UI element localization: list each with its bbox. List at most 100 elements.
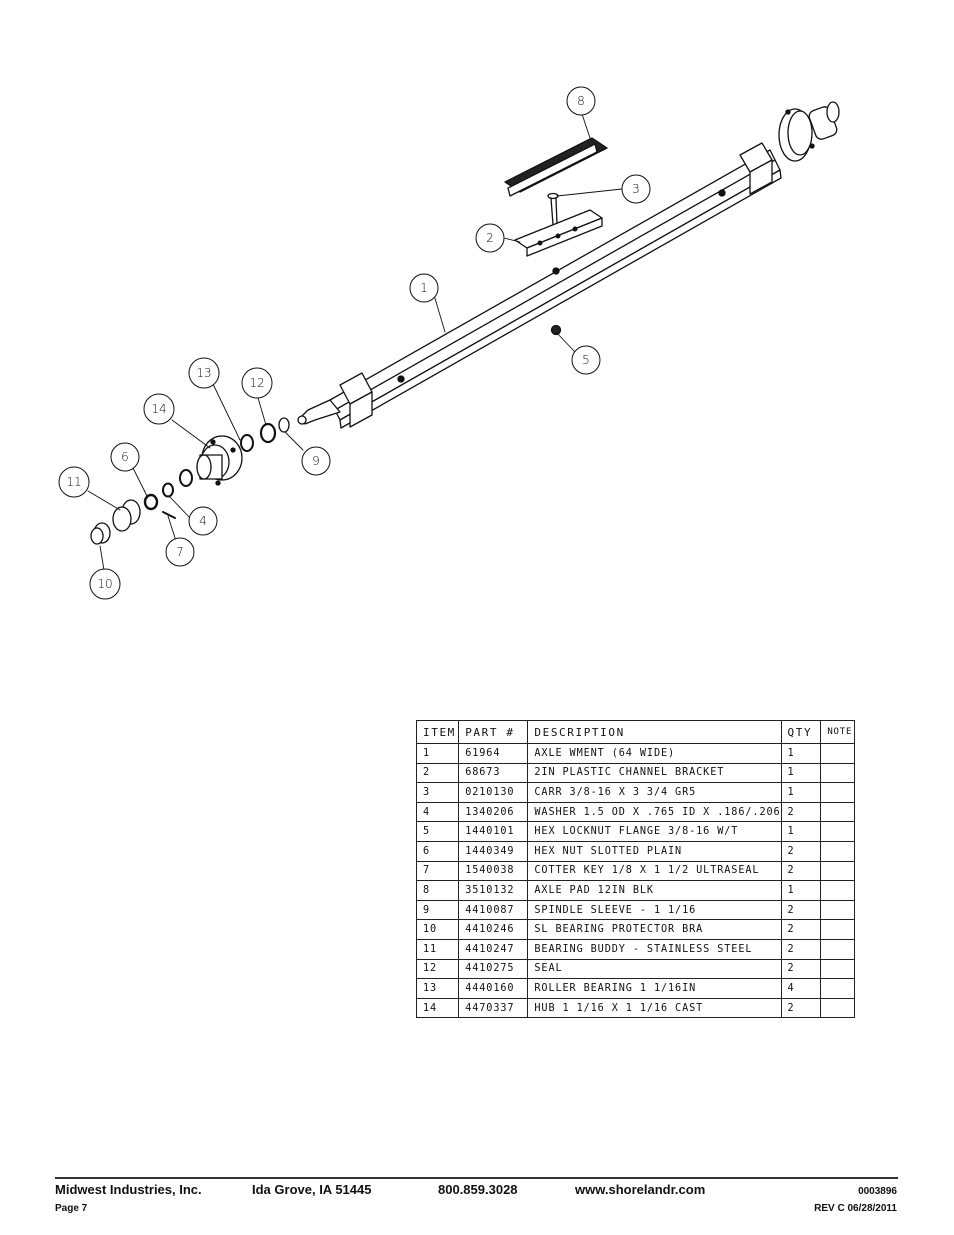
cell-qty: 2	[780, 938, 822, 960]
cell-note	[820, 919, 855, 940]
header-description: DESCRIPTION	[527, 720, 782, 744]
svg-text:11: 11	[66, 475, 81, 489]
svg-text:9: 9	[312, 454, 320, 468]
cell-note	[820, 840, 855, 862]
cell-description: AXLE PAD 12IN BLK	[527, 880, 782, 901]
cell-qty: 1	[780, 762, 822, 784]
header-note: NOTE	[820, 720, 855, 744]
hub	[196, 435, 243, 486]
cell-note	[820, 743, 855, 764]
cell-qty: 2	[780, 997, 822, 1019]
seal	[259, 422, 277, 444]
svg-text:8: 8	[577, 94, 585, 108]
cell-description: 2IN PLASTIC CHANNEL BRACKET	[527, 762, 782, 784]
inner-bearing	[240, 434, 254, 452]
cell-part-number: 1340206	[458, 801, 529, 823]
cell-item: 10	[415, 919, 460, 940]
outer-bearing	[179, 469, 193, 487]
cell-qty: 2	[780, 860, 822, 882]
cell-item: 14	[415, 997, 460, 1019]
spindle-sleeve	[278, 417, 290, 433]
callout-5: 5	[571, 345, 601, 375]
cell-qty: 2	[780, 840, 822, 862]
footer-phone: 800.859.3028	[438, 1182, 518, 1197]
callout-4: 4	[188, 506, 218, 536]
callout-12: 12	[241, 367, 273, 399]
hex-locknut	[550, 324, 562, 336]
cell-item: 2	[415, 762, 460, 784]
header-qty: QTY	[780, 720, 822, 744]
slotted-nut	[143, 493, 159, 511]
cell-part-number: 4410247	[458, 938, 529, 960]
svg-text:14: 14	[151, 402, 166, 416]
cell-description: COTTER KEY 1/8 X 1 1/2 ULTRASEAL	[527, 860, 782, 882]
axle-tube	[297, 101, 840, 429]
cell-note	[820, 938, 855, 960]
svg-text:5: 5	[582, 353, 590, 367]
footer-revision: REV C 06/28/2011	[814, 1203, 897, 1214]
cell-qty: 1	[780, 880, 822, 901]
cell-part-number: 4410087	[458, 899, 529, 921]
cell-note	[820, 821, 855, 842]
callout-9: 9	[301, 446, 331, 476]
callout-2: 2	[475, 223, 505, 253]
cell-qty: 1	[780, 782, 822, 803]
cell-part-number: 61964	[458, 743, 529, 764]
cell-item: 13	[415, 978, 460, 999]
cell-note	[820, 899, 855, 921]
svg-text:10: 10	[97, 577, 112, 591]
footer-rule	[55, 1177, 898, 1179]
footer-website[interactable]: www.shorelandr.com	[575, 1182, 706, 1197]
svg-text:13: 13	[196, 366, 211, 380]
cell-item: 1	[415, 743, 460, 764]
carriage-bolt	[547, 192, 559, 226]
cell-note	[820, 782, 855, 803]
cell-item: 4	[415, 801, 460, 823]
cell-note	[820, 997, 855, 1019]
cell-qty: 2	[780, 899, 822, 921]
cell-part-number: 0210130	[458, 782, 529, 803]
cell-part-number: 3510132	[458, 880, 529, 901]
cell-description: WASHER 1.5 OD X .765 ID X .186/.206	[527, 801, 782, 823]
cell-note	[820, 860, 855, 882]
exploded-axle-diagram: 8 3 2 1 5 13 12 14 6 11 4 9 7 10	[58, 86, 840, 600]
cell-description: HUB 1 1/16 X 1 1/16 CAST	[527, 997, 782, 1019]
callout-8: 8	[566, 86, 596, 116]
channel-bracket	[514, 209, 603, 257]
svg-text:12: 12	[249, 376, 264, 390]
svg-text:2: 2	[486, 231, 494, 245]
cell-description: SPINDLE SLEEVE - 1 1/16	[527, 899, 782, 921]
svg-text:3: 3	[632, 182, 640, 196]
cell-note	[820, 880, 855, 901]
footer-page-number: Page 7	[55, 1203, 88, 1214]
footer-doc-number: 0003896	[858, 1186, 897, 1197]
svg-text:6: 6	[121, 450, 129, 464]
cell-part-number: 4470337	[458, 997, 529, 1019]
footer-location: Ida Grove, IA 51445	[252, 1182, 372, 1197]
cell-qty: 1	[780, 821, 822, 842]
cell-description: SEAL	[527, 958, 782, 980]
cell-description: CARR 3/8-16 X 3 3/4 GR5	[527, 782, 782, 803]
callout-14: 14	[143, 393, 175, 425]
cell-qty: 2	[780, 801, 822, 823]
cell-item: 3	[415, 782, 460, 803]
washer	[162, 482, 174, 498]
cell-part-number: 1440101	[458, 821, 529, 842]
bearing-buddy	[112, 499, 141, 532]
cell-description: HEX LOCKNUT FLANGE 3/8-16 W/T	[527, 821, 782, 842]
footer-company: Midwest Industries, Inc.	[55, 1182, 202, 1197]
header-part-number: PART #	[458, 720, 529, 744]
cell-note	[820, 978, 855, 999]
axle-pad	[504, 137, 608, 197]
